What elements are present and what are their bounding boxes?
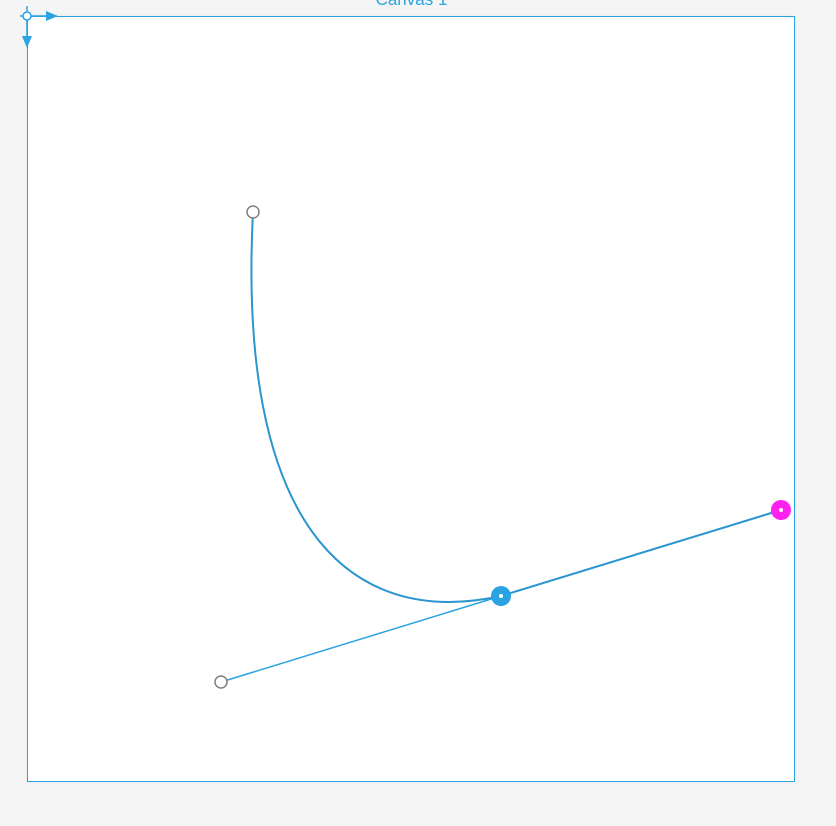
artboard[interactable]	[27, 16, 795, 782]
anchor-point-middle[interactable]	[491, 586, 511, 606]
control-handle-line	[220, 595, 502, 683]
control-handle-top[interactable]	[246, 205, 260, 219]
x-axis-arrow-icon	[46, 11, 58, 21]
origin-crosshair-icon[interactable]	[22, 11, 32, 21]
origin-axes	[20, 6, 58, 48]
bezier-path-curve[interactable]	[250, 211, 502, 603]
canvas-title: Canvas 1	[27, 0, 796, 9]
anchor-point-end-selected[interactable]	[771, 500, 791, 520]
control-handle-bottom[interactable]	[214, 675, 228, 689]
bezier-path-line-segment[interactable]	[500, 509, 782, 597]
y-axis-arrow-icon	[22, 36, 32, 48]
